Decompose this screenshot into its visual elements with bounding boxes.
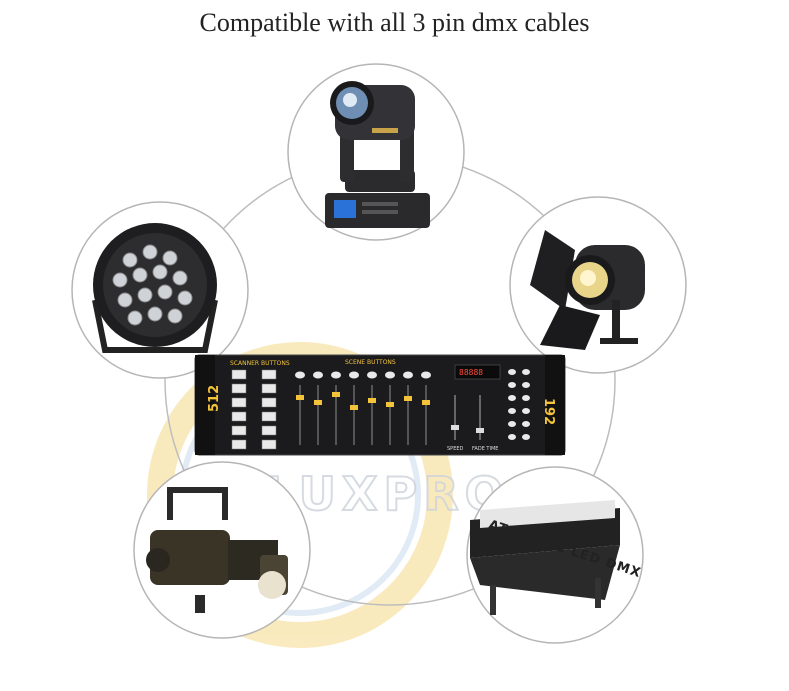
par-can-fixture (71, 201, 249, 379)
controller-display: 88888 (459, 368, 483, 377)
ellipsoidal-profile-fixture (133, 461, 311, 639)
watermark-logo: LUXPRO (265, 467, 510, 521)
scanner-buttons-label: SCANNER BUTTONS (230, 360, 290, 367)
fade-label: FADE TIME (472, 446, 498, 452)
right-badge: 192 (541, 398, 556, 425)
led-strobe-fixture: ATL-ZMKC LED DMX (466, 466, 644, 644)
moving-head-fixture (287, 63, 465, 241)
dmx-controller: 512 192 SCANNER BUTTONS SCENE BUTTONS (194, 354, 566, 456)
headline: Compatible with all 3 pin dmx cables (199, 8, 590, 37)
scene-buttons-label: SCENE BUTTONS (345, 359, 396, 366)
left-badge: 512 (207, 385, 222, 412)
speed-label: SPEED (447, 446, 464, 452)
barndoor-spotlight-fixture (509, 196, 687, 374)
